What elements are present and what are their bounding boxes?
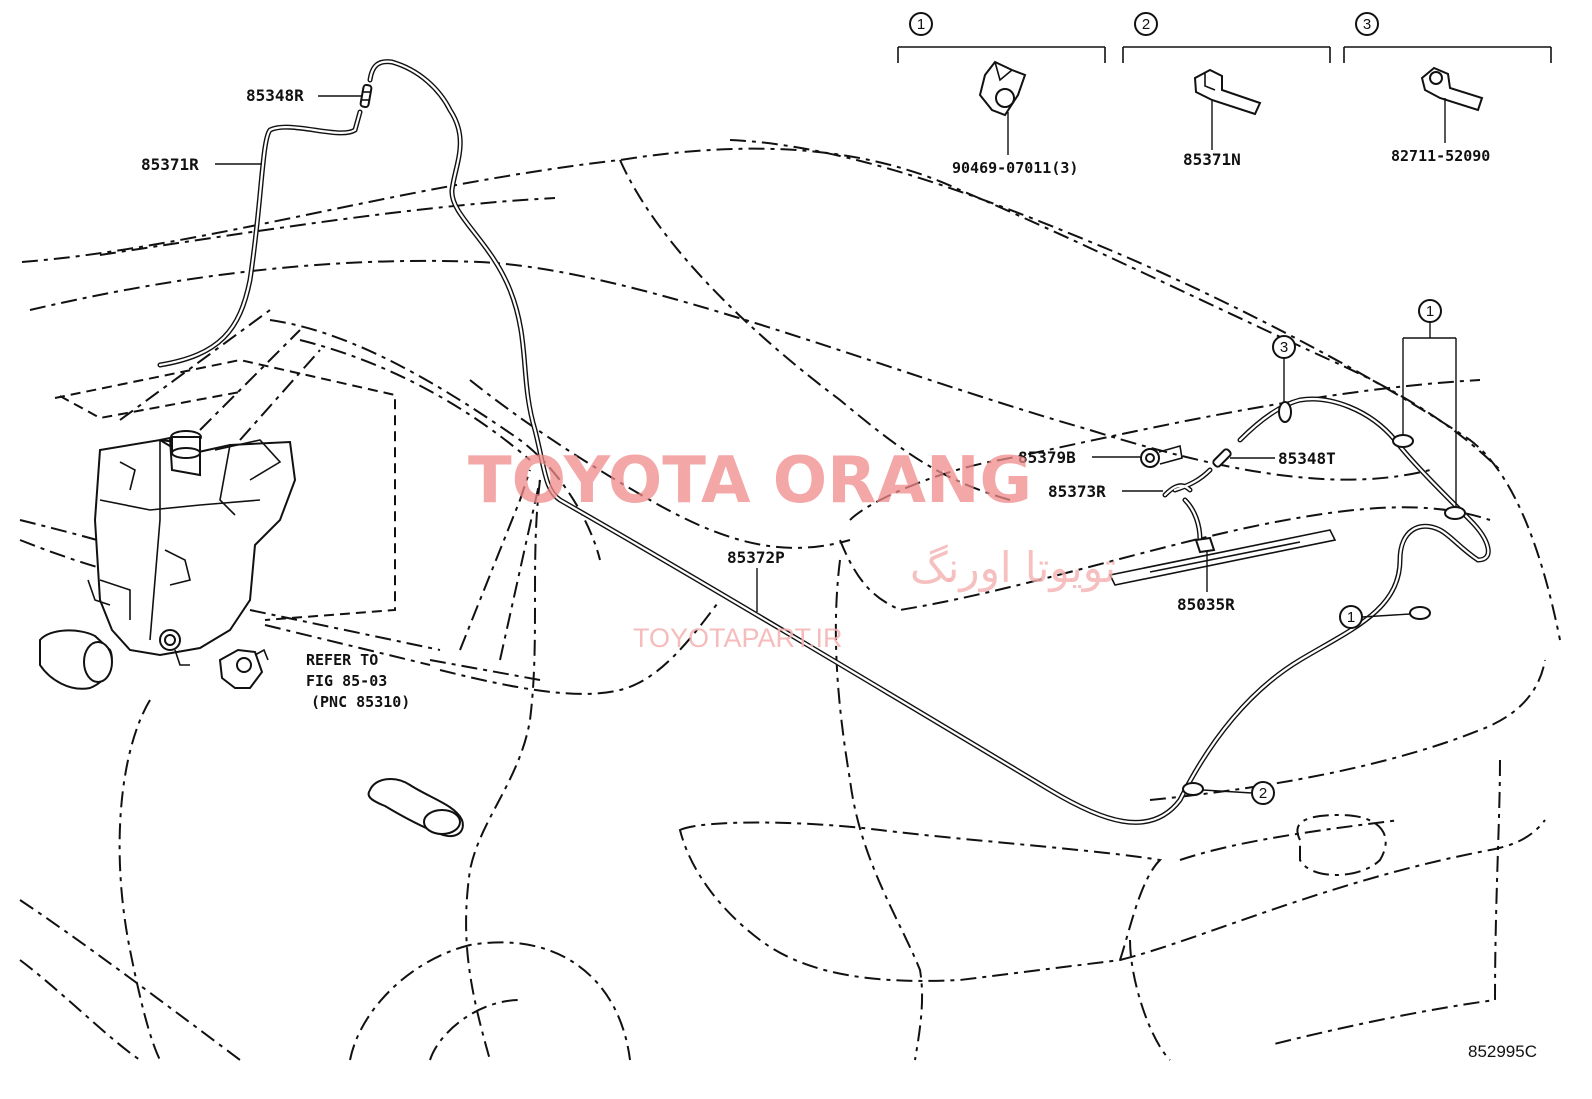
washer-hose-route — [157, 59, 1491, 825]
legend-1-marker: 1 — [917, 16, 925, 33]
legend-3-marker: 3 — [1363, 16, 1371, 33]
callout-85348R: 85348R — [246, 86, 362, 105]
callout-85371R: 85371R — [141, 155, 262, 174]
marker-3-label: 3 — [1280, 339, 1288, 356]
label-85348T: 85348T — [1278, 449, 1336, 468]
clip-2-bumper — [1182, 782, 1204, 796]
marker-1-upper-label: 1 — [1426, 303, 1434, 320]
marker-1-lower-label: 1 — [1347, 609, 1355, 626]
refer-note-line1: REFER TO — [306, 651, 378, 669]
watermark-url: TOYOTAPART.IR — [633, 623, 843, 653]
legend-box-1: 1 90469-07011(3) — [897, 12, 1106, 177]
legend-2-part-number: 85371N — [1183, 150, 1241, 169]
refer-note: REFER TO FIG 85-03 (PNC 85310) — [306, 651, 410, 711]
legend-2-marker: 2 — [1142, 16, 1150, 33]
watermark-brand: TOYOTA ORANG — [468, 444, 1032, 518]
callout-85035R: 85035R — [1177, 552, 1235, 614]
hose-joint-top — [359, 83, 373, 109]
marker-1-lower-clip: 1 — [1339, 605, 1411, 629]
legend-box-2: 2 85371N — [1122, 12, 1331, 169]
vehicle-body-outline — [19, 139, 1561, 1061]
marker-2-bumper-clip: 2 — [1202, 781, 1275, 805]
washer-tank-assembly — [87, 430, 297, 666]
label-85379B: 85379B — [1018, 448, 1076, 467]
clamp-85371N-icon — [1193, 68, 1262, 116]
watermark-persian: تویوتا اورنگ — [910, 543, 1116, 592]
watermark: TOYOTA ORANG تویوتا اورنگ TOYOTAPART.IR — [468, 444, 1116, 653]
marker-2-label: 2 — [1259, 785, 1267, 802]
clip-marker-3-roof — [1278, 401, 1292, 423]
callout-85372P: 85372P — [727, 548, 785, 612]
washer-pump-ref — [218, 648, 269, 689]
label-85035R: 85035R — [1177, 595, 1235, 614]
legend-box-3: 3 82711-52090 — [1343, 12, 1552, 165]
door-handle — [367, 778, 464, 838]
clip-1-upper-b — [1444, 506, 1466, 520]
clip-90469-icon — [978, 60, 1027, 117]
grommet-85379B — [1140, 444, 1183, 468]
label-85371R: 85371R — [141, 155, 199, 174]
clip-1-lower — [1409, 606, 1431, 620]
clamp-82711-icon — [1420, 66, 1484, 112]
label-85348R: 85348R — [246, 86, 304, 105]
label-85373R: 85373R — [1048, 482, 1106, 501]
joint-85348T — [1212, 448, 1232, 468]
nozzle-85035R — [1194, 536, 1216, 554]
tank-motor-pump — [39, 629, 113, 690]
diagram-code: 852995C — [1468, 1042, 1537, 1061]
callout-85373R: 85373R — [1048, 482, 1163, 501]
refer-note-line3: (PNC 85310) — [311, 693, 410, 711]
clip-1-upper-a — [1392, 434, 1414, 448]
callout-85348T: 85348T — [1230, 449, 1336, 468]
marker-1-upper-clips: 1 — [1402, 299, 1457, 507]
label-85372P: 85372P — [727, 548, 785, 567]
legend-3-part-number: 82711-52090 — [1391, 147, 1490, 165]
legend-1-part-number: 90469-07011(3) — [952, 159, 1078, 177]
refer-note-line2: FIG 85-03 — [306, 672, 387, 690]
wiper-arm — [1108, 529, 1337, 586]
marker-3-roof-clip: 3 — [1272, 335, 1296, 402]
callout-85379B: 85379B — [1018, 448, 1140, 467]
